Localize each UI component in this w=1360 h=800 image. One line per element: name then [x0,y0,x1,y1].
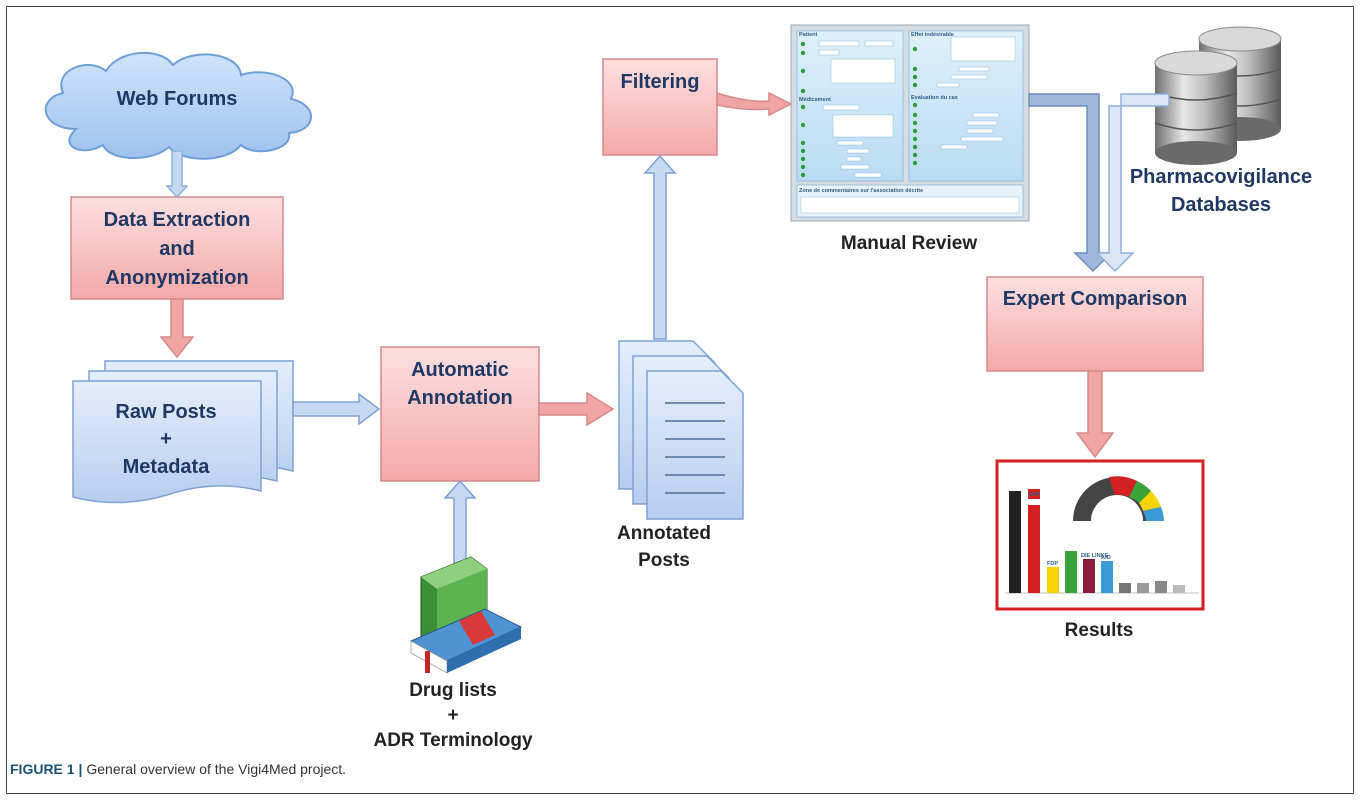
form-middle-header: Médicament [799,97,831,103]
form-right-mid-header: Evaluation du cas [911,95,958,101]
results-afd-label: AfD [1101,555,1111,561]
annotated-posts-documents [618,340,744,520]
drug-lists-label-3: ADR Terminology [373,730,532,751]
data-extraction-label-2: and [159,238,195,260]
results-linke-label: DIE LINKE [1081,553,1109,559]
form-left-header: Patient [799,32,818,38]
drug-lists-label-2: + [447,705,458,726]
automatic-annotation-label-1: Automatic [411,359,509,381]
manual-review-label: Manual Review [841,233,977,254]
web-forums-cloud [44,52,312,160]
expert-comparison-label: Expert Comparison [1003,288,1187,310]
arrow-filtering-to-review [716,91,793,117]
annotated-posts-label-2: Posts [638,550,690,571]
pharmacovigilance-label-2: Databases [1171,194,1271,216]
arrow-comparison-to-results [1075,370,1115,459]
filtering-label: Filtering [621,71,700,93]
caption-label: FIGURE 1 | [10,761,83,777]
results-chart-thumbnail: SPD FDP DIE LINKE AfD [995,459,1205,611]
data-extraction-label-1: Data Extraction [104,209,251,231]
form-bottom-label: Zone de commentaires sur l'association d… [799,188,923,194]
automatic-annotation-label-2: Annotation [407,387,513,409]
raw-posts-documents [72,360,294,504]
expert-comparison-box [986,276,1204,372]
pharmacovigilance-label-1: Pharmacovigilance [1130,166,1312,188]
form-right-header: Effet indésirable [911,32,954,38]
arrow-annotation-to-annotated-posts [538,391,615,427]
arrow-forums-to-extraction [165,150,189,199]
figure-frame: Web Forums Data Extraction and Anonymiza… [6,6,1354,794]
results-spd-label: SPD [1029,492,1040,498]
manual-review-form-thumbnail: Patient Effet indésirable Médicament Eva… [790,24,1030,222]
data-extraction-label-3: Anonymization [105,267,248,289]
arrow-extraction-to-raw-posts [159,298,195,359]
arrow-annotated-to-filtering [643,154,677,340]
drug-lists-label-1: Drug lists [409,680,497,701]
drug-lists-books-icon [409,556,523,674]
arrow-review-to-comparison [1028,93,1113,273]
arrow-drug-lists-to-annotation [443,479,477,564]
raw-posts-label-2: + [160,428,172,450]
raw-posts-label-3: Metadata [123,456,211,478]
pharmacovigilance-database-icon [1154,26,1282,165]
figure-caption: FIGURE 1 |General overview of the Vigi4M… [10,761,346,777]
caption-text: General overview of the Vigi4Med project… [86,761,347,777]
arrow-databases-to-comparison [1095,93,1170,273]
web-forums-label: Web Forums [117,88,238,110]
results-fdp-label: FDP [1047,561,1058,567]
annotated-posts-label-1: Annotated [617,523,711,544]
raw-posts-label-1: Raw Posts [115,401,216,423]
filtering-box [602,58,718,156]
arrow-raw-posts-to-annotation [292,392,381,426]
results-label: Results [1065,620,1134,641]
workflow-diagram: Web Forums Data Extraction and Anonymiza… [44,24,1312,751]
data-extraction-box [70,196,284,300]
